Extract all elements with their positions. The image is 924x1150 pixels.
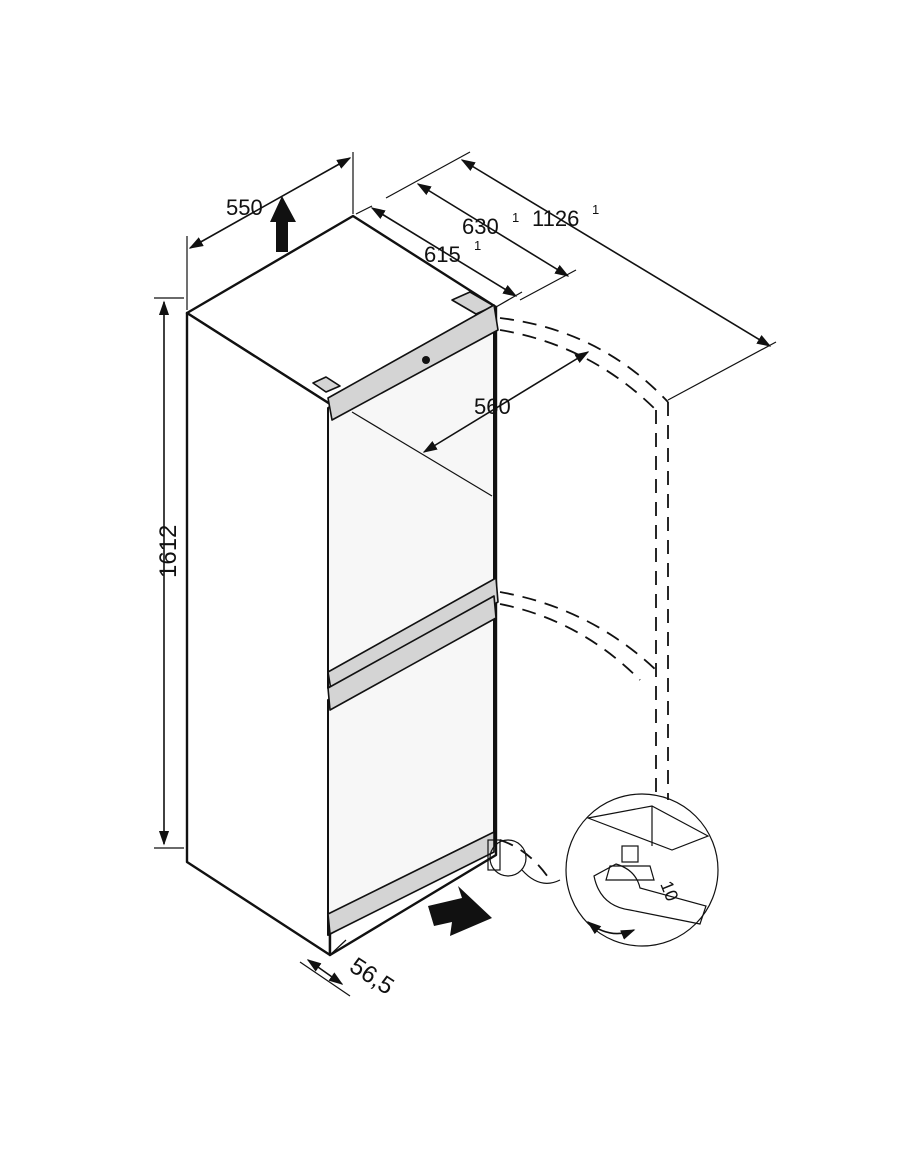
detail-fridge-corner bbox=[585, 805, 710, 851]
up-arrow-icon bbox=[270, 196, 296, 252]
door-swing-mid-inner bbox=[499, 603, 641, 681]
dimension-height: 1612 bbox=[154, 297, 184, 849]
depth-open-label: 630 bbox=[462, 214, 499, 239]
fridge-doors bbox=[327, 304, 501, 936]
dimension-width: 550 bbox=[186, 152, 354, 310]
detail-connector bbox=[521, 869, 561, 884]
depth-footnote: 1 bbox=[474, 238, 481, 253]
wrench-size-label: 10 bbox=[656, 878, 682, 904]
detail-circle bbox=[565, 793, 719, 947]
foot-adjustment-detail: 10 bbox=[489, 793, 719, 947]
door-width-line bbox=[422, 351, 590, 453]
depth-label: 615 bbox=[424, 242, 461, 267]
lower-door-bottom-trim bbox=[327, 831, 495, 935]
dimension-door-width: 560 bbox=[351, 351, 590, 497]
foot-dimension-line bbox=[306, 959, 344, 985]
lower-door-trim bbox=[327, 595, 497, 711]
detail-source-circle bbox=[489, 839, 527, 877]
dimension-depths: 630 1 1126 1 615 1 bbox=[355, 151, 777, 401]
rotate-arrow-icon bbox=[586, 921, 636, 940]
wrench-icon bbox=[593, 863, 707, 925]
detail-foot-screw bbox=[621, 845, 639, 863]
total-depth-label: 1126 bbox=[532, 206, 579, 231]
control-knob bbox=[422, 356, 430, 364]
top-hinge-left bbox=[312, 376, 341, 393]
opened-door-outline bbox=[499, 317, 669, 881]
total-depth-footnote: 1 bbox=[592, 202, 599, 217]
foot-offset-label: 56,5 bbox=[345, 952, 399, 1000]
door-swing-bottom bbox=[499, 839, 551, 881]
depth-line bbox=[370, 207, 518, 297]
push-arrow-icon bbox=[428, 886, 492, 936]
door-width-label: 560 bbox=[474, 394, 511, 419]
total-depth-line bbox=[460, 159, 772, 347]
door-swing-mid bbox=[499, 591, 657, 671]
depth-open-footnote: 1 bbox=[512, 210, 519, 225]
fridge-side-face bbox=[185, 311, 332, 957]
width-dimension-line bbox=[188, 157, 352, 249]
detail-foot-nut bbox=[605, 865, 655, 881]
height-label: 1612 bbox=[155, 525, 182, 578]
width-label: 550 bbox=[226, 195, 263, 220]
